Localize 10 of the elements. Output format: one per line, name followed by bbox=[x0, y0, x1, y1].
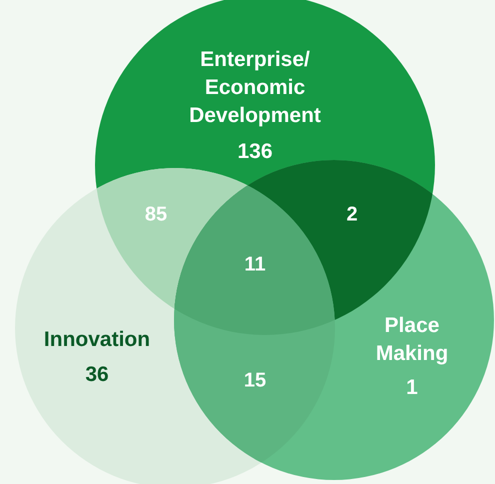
overlap-count: 11 bbox=[244, 254, 266, 276]
set-label: Enterprise/ Economic Development bbox=[188, 47, 322, 129]
set-count: 36 bbox=[84, 362, 110, 388]
overlap-count: 2 bbox=[346, 204, 358, 226]
set-count: 1 bbox=[405, 375, 419, 401]
overlap-count: 85 bbox=[144, 204, 168, 226]
set-count: 136 bbox=[236, 139, 274, 165]
overlap-count: 15 bbox=[244, 370, 266, 392]
set-label: Innovation bbox=[42, 327, 152, 353]
set-label: Place Making bbox=[374, 313, 450, 367]
